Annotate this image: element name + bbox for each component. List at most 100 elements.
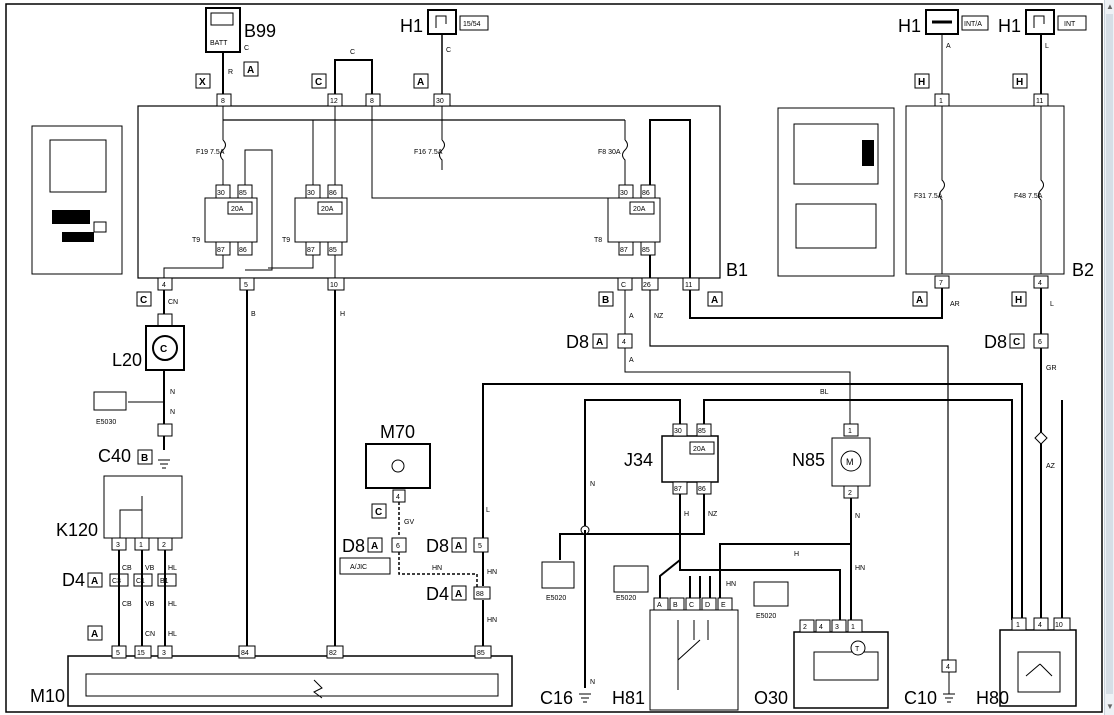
e5020-label-c: E5020 bbox=[756, 613, 776, 620]
h1b-pos: INT/A bbox=[964, 21, 982, 28]
b99-c-label: C bbox=[244, 45, 249, 52]
svg-text:T9: T9 bbox=[282, 237, 290, 244]
svg-text:M: M bbox=[846, 457, 854, 467]
svg-text:4: 4 bbox=[819, 624, 823, 631]
b1-pin-12: 12 bbox=[330, 98, 338, 105]
wire-hn-label: HN bbox=[432, 565, 442, 572]
svg-text:20A: 20A bbox=[231, 206, 244, 213]
box-m70-c: C bbox=[375, 507, 382, 518]
e5020-label-a: E5020 bbox=[546, 595, 566, 602]
svg-text:D: D bbox=[705, 602, 710, 609]
box-d8c-c: C bbox=[1013, 337, 1020, 348]
svg-text:B: B bbox=[673, 602, 678, 609]
wire-h-label-3: H bbox=[794, 551, 799, 558]
svg-text:C1: C1 bbox=[136, 578, 145, 585]
d8a-pin: 4 bbox=[622, 339, 626, 346]
svg-text:87: 87 bbox=[217, 247, 225, 254]
wire-bl-label: BL bbox=[820, 389, 829, 396]
e5020-box-c bbox=[753, 581, 789, 607]
svg-text:1: 1 bbox=[1016, 622, 1020, 629]
wire-az-label: AZ bbox=[1046, 463, 1056, 470]
wire-h-label: H bbox=[340, 311, 345, 318]
svg-text:1: 1 bbox=[939, 98, 943, 105]
wire-l-label: L bbox=[1045, 43, 1049, 50]
e5030-label: E5030 bbox=[96, 419, 116, 426]
wire-r-label: R bbox=[228, 69, 233, 76]
box-b2-h-1: H bbox=[918, 77, 925, 88]
wire-l-label-2: L bbox=[1050, 301, 1054, 308]
svg-text:86: 86 bbox=[642, 190, 650, 197]
svg-text:86: 86 bbox=[698, 486, 706, 493]
svg-text:C: C bbox=[160, 344, 167, 355]
wire-n-label-5: N bbox=[855, 513, 860, 520]
e5020-box-a bbox=[541, 561, 575, 589]
wire-cn-label: CN bbox=[168, 299, 178, 306]
sun-icon bbox=[391, 459, 405, 473]
b99-label: B99 bbox=[244, 21, 276, 41]
motor-icon bbox=[840, 450, 862, 472]
fuse-f31-label: F31 7.5A bbox=[914, 193, 943, 200]
wire-gv-label: GV bbox=[404, 519, 414, 526]
h1a-pos: 15/54 bbox=[463, 21, 481, 28]
svg-text:84: 84 bbox=[241, 650, 249, 657]
svg-text:85: 85 bbox=[329, 247, 337, 254]
svg-text:85: 85 bbox=[642, 247, 650, 254]
svg-text:T: T bbox=[855, 646, 860, 653]
svg-text:30: 30 bbox=[307, 190, 315, 197]
outer-border bbox=[5, 3, 1103, 713]
box-b2-h-bot: H bbox=[1015, 295, 1022, 306]
b2-label: B2 bbox=[1072, 260, 1094, 280]
svg-text:20A: 20A bbox=[633, 206, 646, 213]
svg-text:C: C bbox=[689, 602, 694, 609]
svg-text:4: 4 bbox=[946, 664, 950, 671]
box-b1-c-top: C bbox=[315, 77, 322, 88]
svg-text:1: 1 bbox=[848, 428, 852, 435]
fuse-f16-label: F16 7.5A bbox=[414, 149, 443, 156]
relay-t18: 30 86 87 85 20A T8 bbox=[594, 184, 661, 256]
box-d8c2-a: A bbox=[455, 541, 462, 552]
wire-n-label: N bbox=[170, 389, 175, 396]
m70-label: M70 bbox=[380, 422, 415, 442]
d8c-pin: 6 bbox=[1038, 339, 1042, 346]
box-c40-b: B bbox=[141, 453, 148, 464]
svg-text:4: 4 bbox=[396, 494, 400, 501]
svg-text:85: 85 bbox=[477, 650, 485, 657]
svg-text:87: 87 bbox=[620, 247, 628, 254]
b1-pin-8: 8 bbox=[221, 98, 225, 105]
o30-box bbox=[793, 631, 889, 709]
battery-icon bbox=[210, 12, 234, 26]
thermal-icon bbox=[850, 640, 866, 656]
scroll-thumb[interactable] bbox=[1106, 14, 1113, 694]
n85-label: N85 bbox=[792, 450, 825, 470]
c10-label: C10 bbox=[904, 688, 937, 708]
relay-t19b: 30 86 87 85 20A T9 bbox=[282, 184, 348, 256]
svg-text:1: 1 bbox=[851, 624, 855, 631]
fuse-f19 bbox=[220, 139, 226, 185]
b99-batt-label: BATT bbox=[210, 40, 228, 47]
svg-text:A: A bbox=[657, 602, 662, 609]
ground-icon bbox=[158, 459, 170, 469]
ajic-box bbox=[339, 557, 391, 575]
box-b1-b-bot: B bbox=[602, 295, 609, 306]
horn-icon bbox=[152, 335, 178, 361]
vertical-scrollbar[interactable]: ▲ ▼ bbox=[1104, 0, 1114, 715]
e5030-box bbox=[93, 391, 127, 411]
box-d8b-a: A bbox=[371, 541, 378, 552]
b1-pin-26: 26 bbox=[643, 282, 651, 289]
wire-ar-label: AR bbox=[950, 301, 960, 308]
svg-text:85: 85 bbox=[239, 190, 247, 197]
wire-c-label: C bbox=[446, 47, 451, 54]
h81-label: H81 bbox=[612, 688, 645, 708]
c40-label: C40 bbox=[98, 446, 131, 466]
wire-c-loop bbox=[334, 59, 373, 96]
svg-text:15: 15 bbox=[137, 650, 145, 657]
box-b99-a: A bbox=[247, 65, 254, 76]
fuse-f8 bbox=[622, 139, 628, 185]
svg-text:1: 1 bbox=[139, 542, 143, 549]
loop-c-label: C bbox=[350, 49, 355, 56]
h80-label: H80 bbox=[976, 688, 1009, 708]
scroll-up-icon[interactable]: ▲ bbox=[1106, 2, 1114, 11]
svg-text:30: 30 bbox=[674, 428, 682, 435]
scroll-down-icon[interactable]: ▼ bbox=[1106, 702, 1114, 711]
